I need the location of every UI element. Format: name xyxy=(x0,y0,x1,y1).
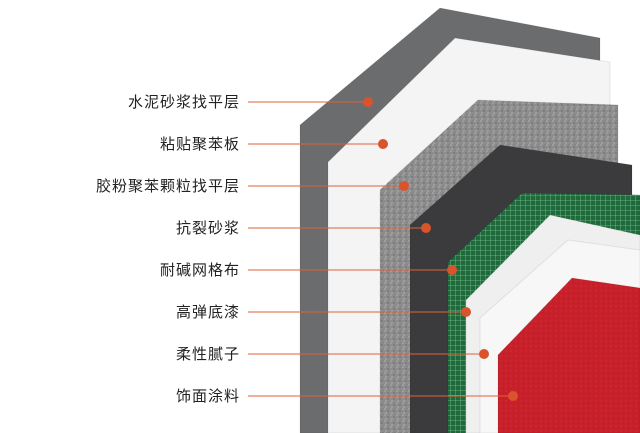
label-eps-granule-leveling: 胶粉聚苯颗粒找平层 xyxy=(95,177,240,195)
leader-dot-cement-mortar-leveling xyxy=(363,97,373,107)
leader-dot-eps-board xyxy=(378,139,388,149)
label-finish-coating: 饰面涂料 xyxy=(175,387,240,405)
label-eps-board: 粘贴聚苯板 xyxy=(159,135,240,153)
leader-dot-eps-granule-leveling xyxy=(399,181,409,191)
label-alkali-resistant-mesh: 耐碱网格布 xyxy=(159,261,240,279)
label-cement-mortar-leveling: 水泥砂浆找平层 xyxy=(127,93,240,111)
leader-dot-crack-resistant-mortar xyxy=(421,223,431,233)
leader-dot-alkali-resistant-mesh xyxy=(447,265,457,275)
label-elastic-primer: 高弹底漆 xyxy=(175,303,240,321)
leader-dot-finish-coating xyxy=(508,391,518,401)
leader-dot-flexible-putty xyxy=(479,349,489,359)
label-flexible-putty: 柔性腻子 xyxy=(175,345,240,363)
leader-dot-elastic-primer xyxy=(461,307,471,317)
label-crack-resistant-mortar: 抗裂砂浆 xyxy=(175,219,240,237)
layer-texture-finish-coating xyxy=(498,278,640,433)
